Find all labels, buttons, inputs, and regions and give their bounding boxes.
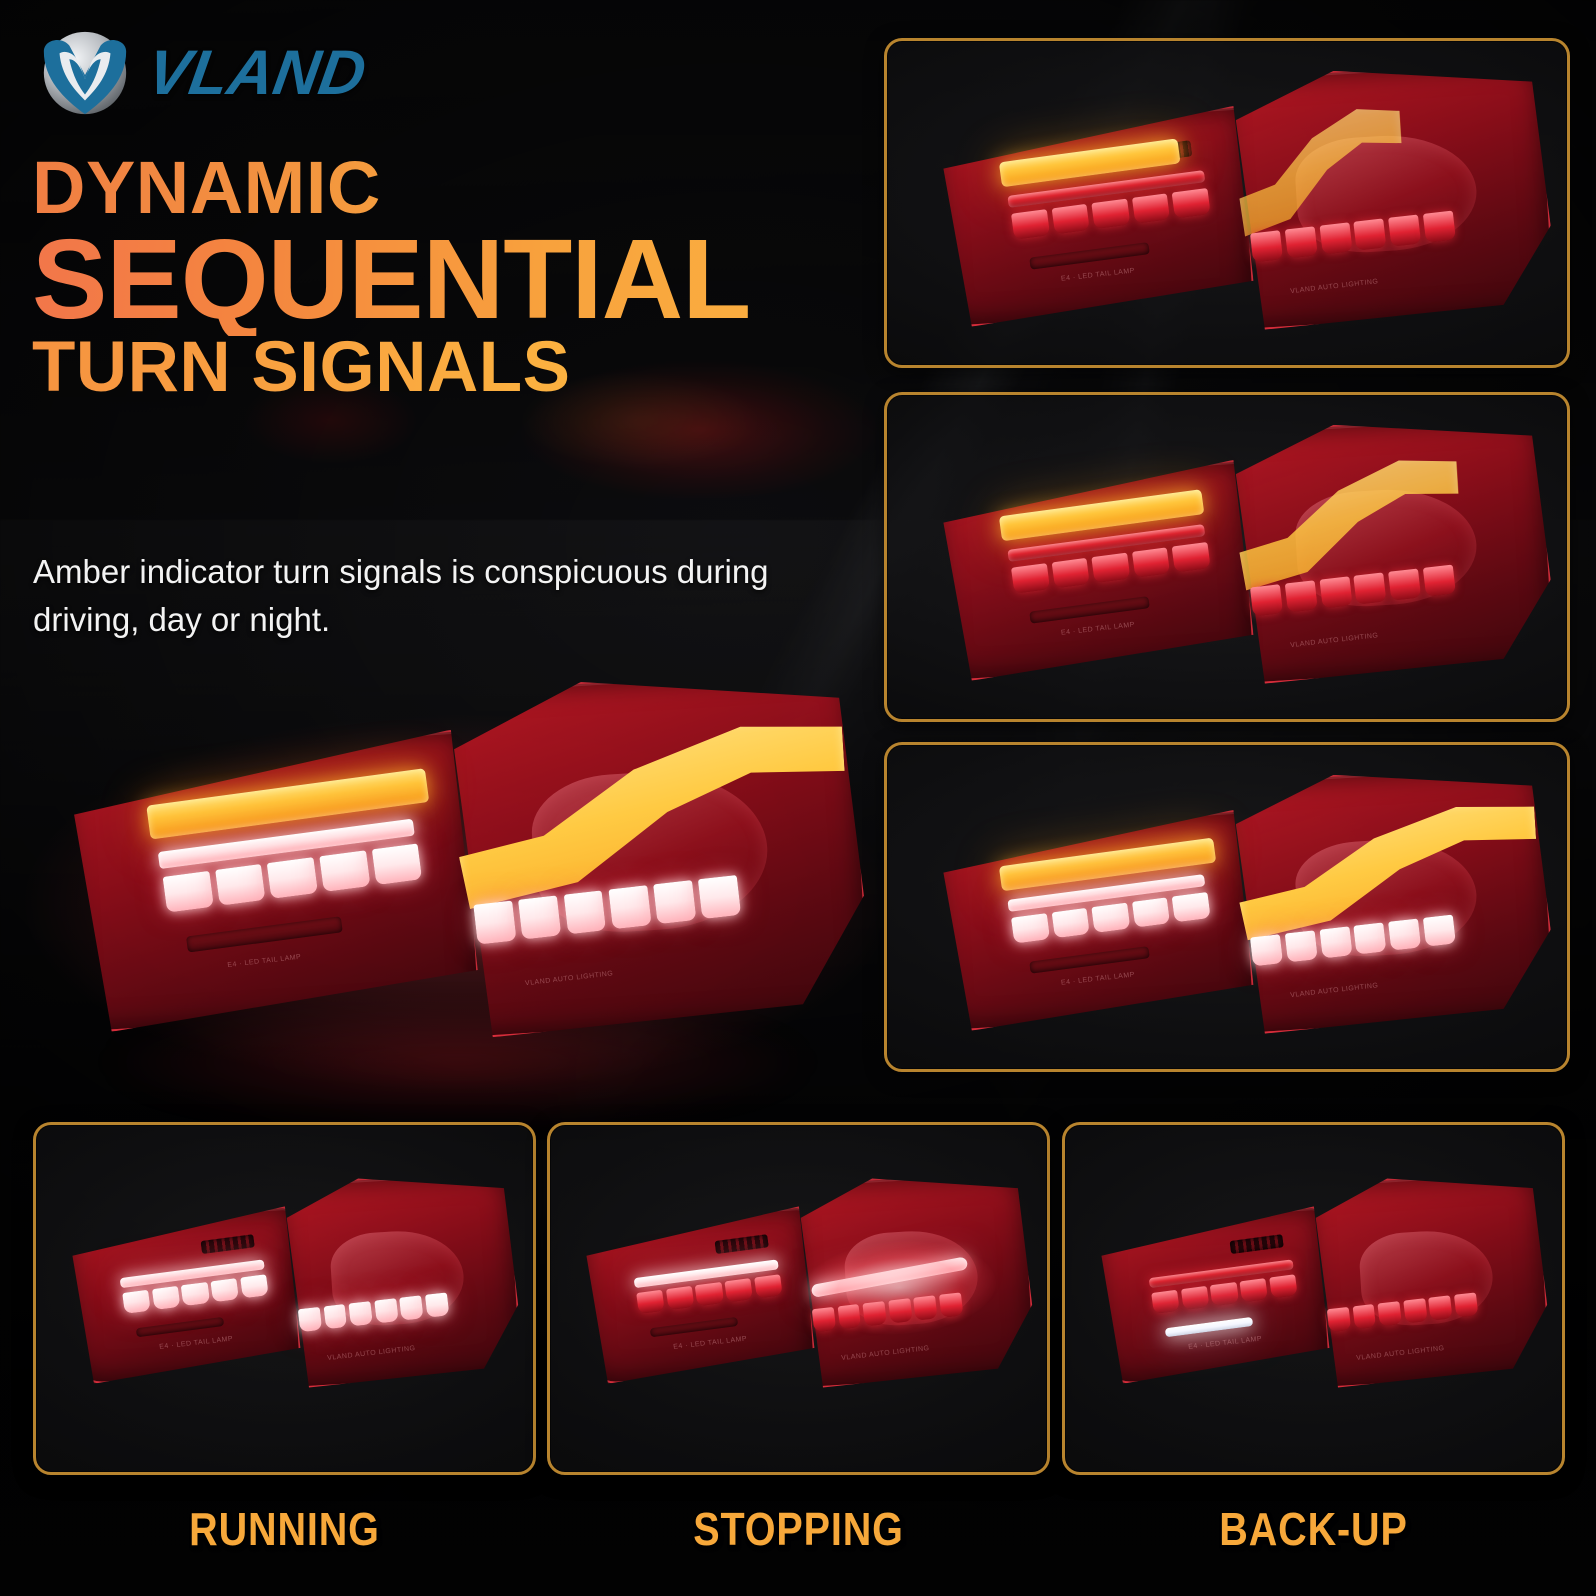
headline-line-2: SEQUENTIAL: [32, 222, 862, 336]
led-fin-comb: [1450, 159, 1510, 232]
mode-backup-label: BACK-UP: [1219, 1503, 1408, 1555]
headline-line-3: TURN SIGNALS: [32, 332, 862, 403]
page-title: DYNAMIC SEQUENTIAL TURN SIGNALS: [32, 151, 862, 403]
led-fin-comb: [732, 804, 811, 904]
brand-logo-wordmark: VLAND: [142, 37, 371, 108]
subcopy-text: Amber indicator turn signals is conspicu…: [33, 553, 769, 638]
led-fin-comb: [958, 1251, 1003, 1310]
hero-reflection: [108, 1002, 808, 1122]
led-fin-comb: [444, 1251, 489, 1310]
mode-stopping-label: STOPPING: [693, 1503, 904, 1555]
led-fin-comb: [1450, 863, 1510, 936]
led-fin-comb: [1450, 513, 1510, 586]
brand-logo[interactable]: VLAND: [36, 24, 371, 122]
headline-line-1: DYNAMIC: [32, 151, 862, 225]
vland-wing-emblem-icon: [36, 24, 134, 122]
led-fin-comb: [1473, 1251, 1518, 1310]
mode-running-label: RUNNING: [189, 1503, 380, 1555]
